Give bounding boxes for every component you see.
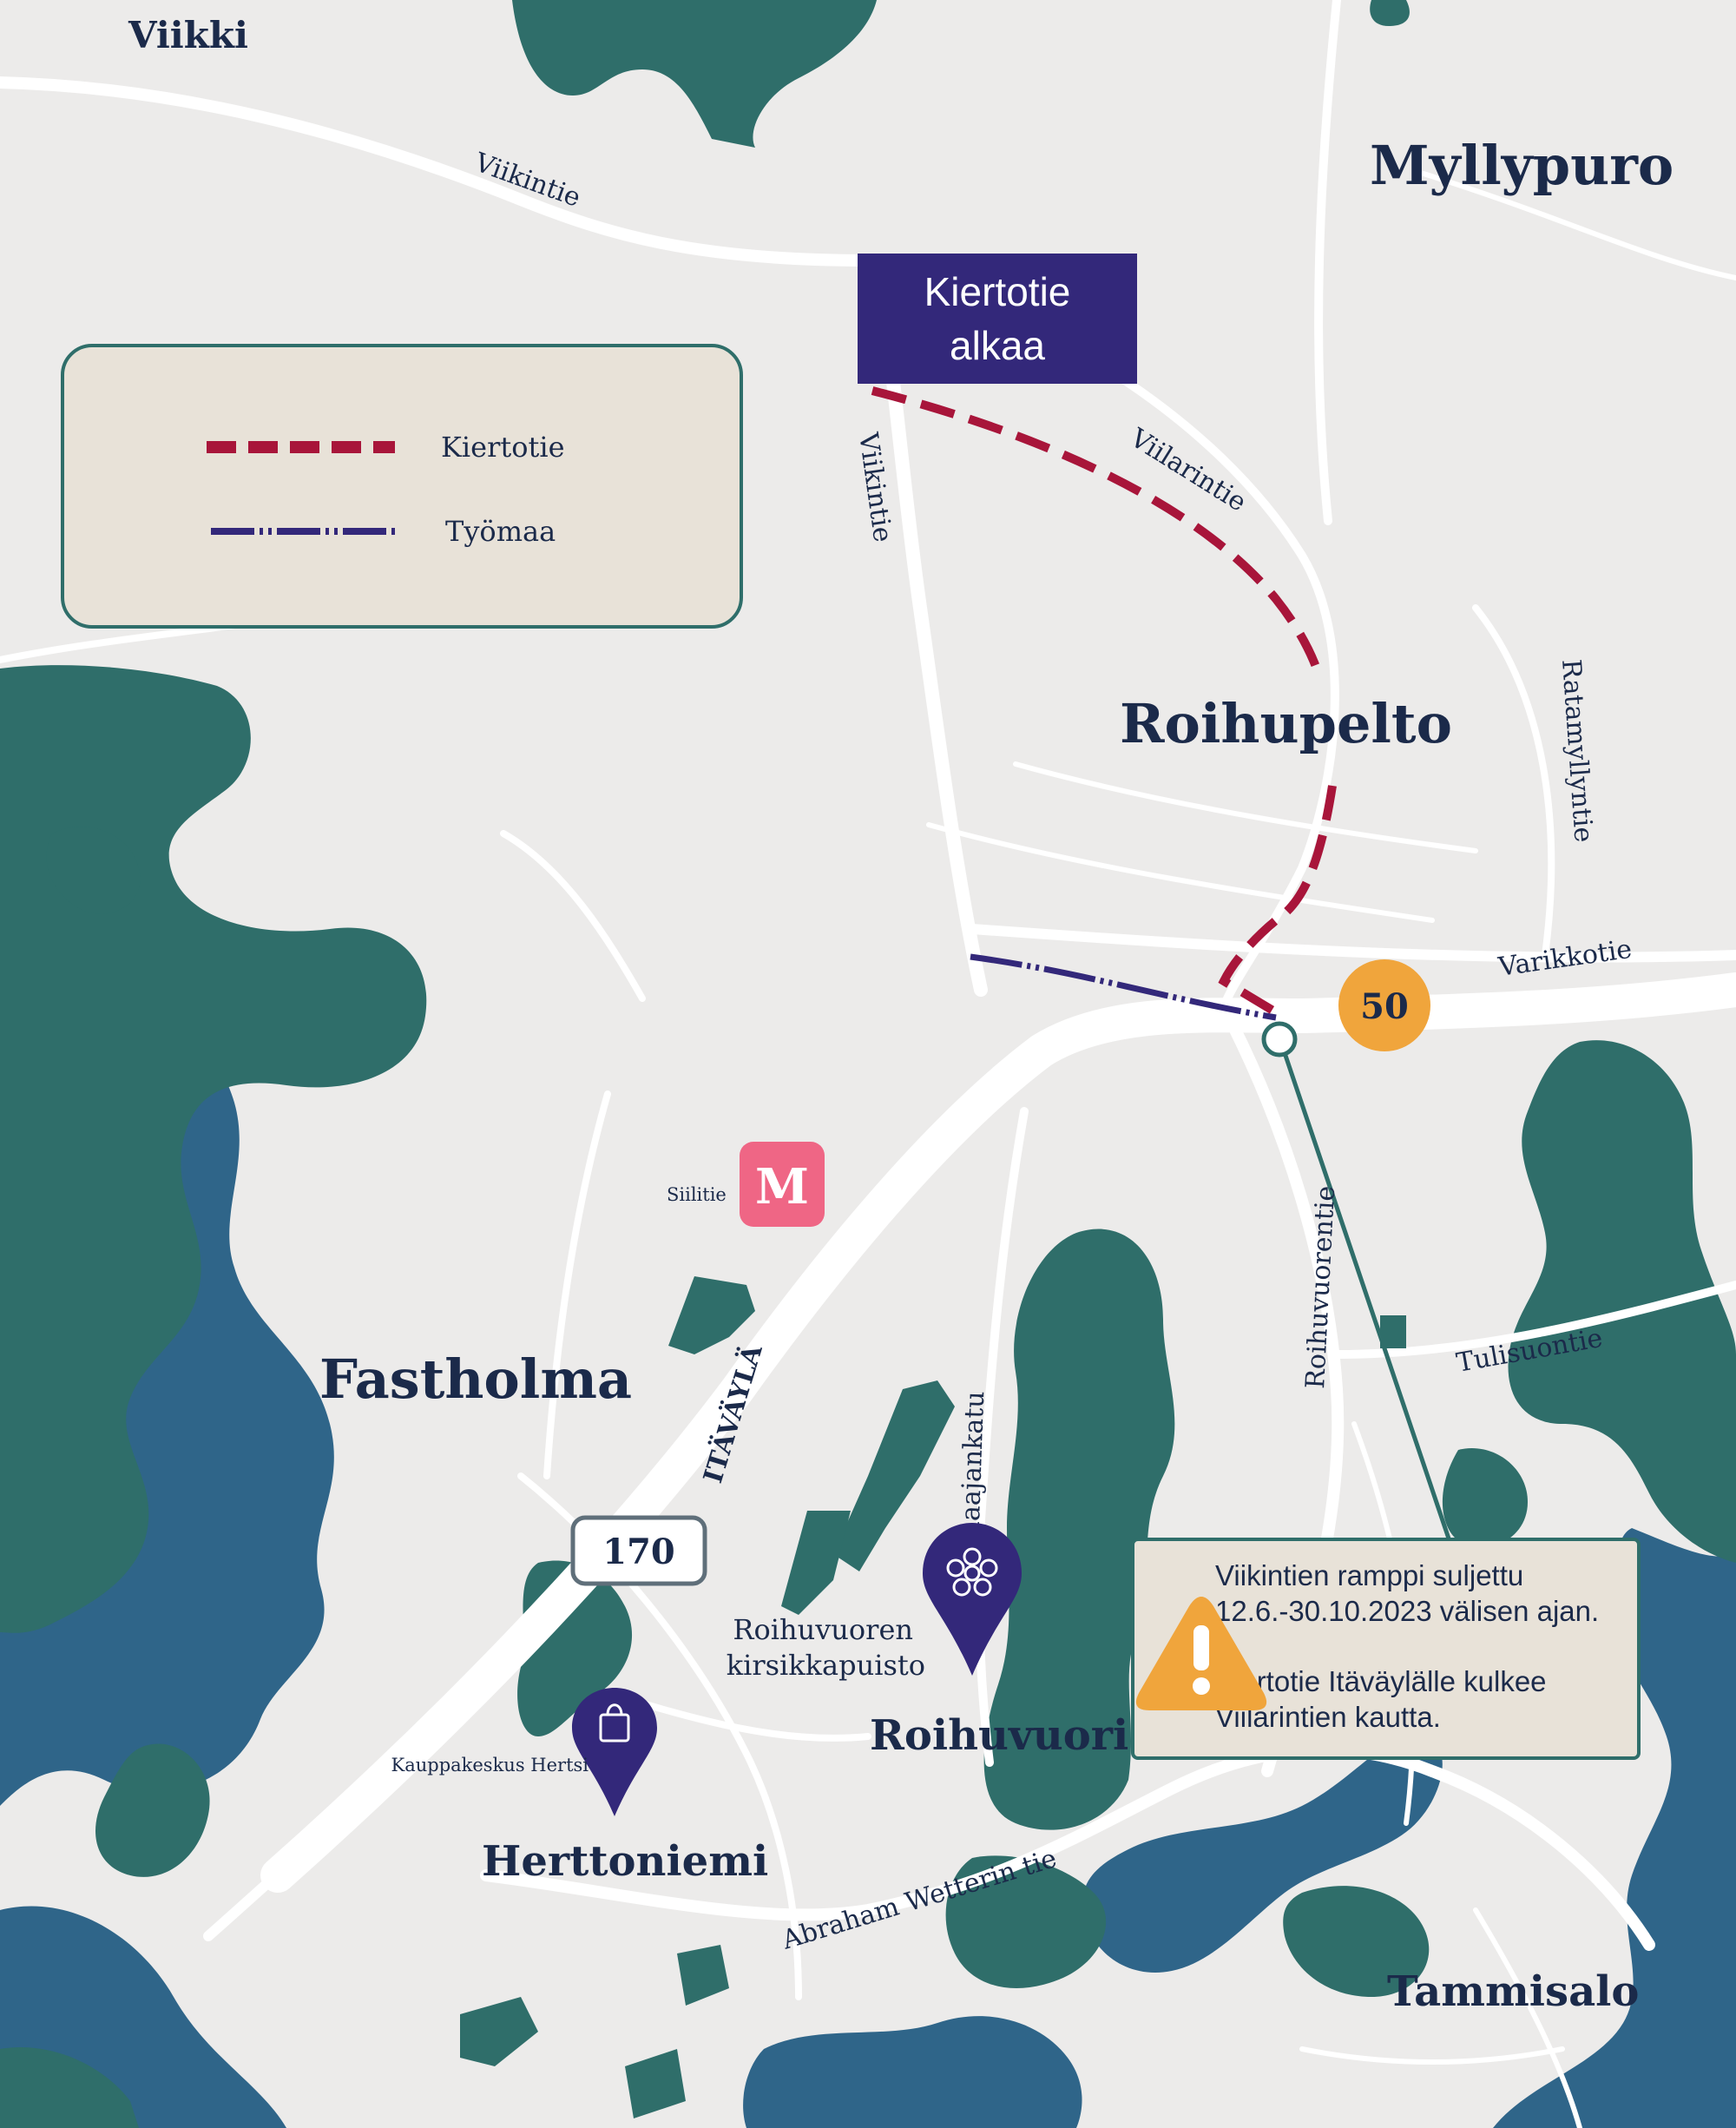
metro-letter: M — [755, 1158, 809, 1216]
detour-line — [871, 386, 1337, 1022]
badge-170-box — [570, 1515, 707, 1586]
cherry-blossom-icon — [923, 1523, 1022, 1676]
forest-bottom-left — [0, 2047, 139, 2128]
legend-detour-label: Kiertotie — [441, 431, 565, 464]
detour-start-line2: alkaa — [950, 323, 1045, 368]
forest-roihuvuori-main — [983, 1229, 1175, 1830]
forest-itavayla-patch — [668, 1276, 755, 1354]
forest-center-strip — [833, 1380, 955, 1571]
worksite-line — [970, 953, 1277, 1021]
road-tammisalo-1 — [1473, 1907, 1582, 2128]
place-viikki: Viikki — [128, 14, 248, 56]
road-fastholma-2 — [500, 830, 646, 1002]
warning-exclamation-bar — [1194, 1625, 1209, 1670]
place-tammisalo: Tammisalo — [1387, 1967, 1639, 2016]
forest-viikki-north — [512, 0, 877, 148]
badge-50-circle — [1338, 959, 1430, 1051]
flag-icon — [1380, 1315, 1406, 1348]
poi-kauppakeskus[interactable]: Kauppakeskus Hertsi — [391, 1688, 657, 1816]
place-herttoniemi: Herttoniemi — [482, 1837, 768, 1886]
badge-route-170: 170 — [570, 1515, 707, 1586]
road-viikintie-north — [0, 76, 874, 267]
forest-tammisalo-west — [1283, 1886, 1430, 1997]
place-roihupelto: Roihupelto — [1120, 692, 1452, 755]
legend-background — [61, 344, 743, 629]
place-fastholma: Fastholma — [319, 1347, 632, 1411]
forest-fastholma-inner — [46, 827, 141, 914]
water-southeast-bay — [1493, 1528, 1736, 2128]
forest-sahaajankatu — [781, 1511, 851, 1615]
bag-handle — [606, 1703, 623, 1716]
bag-shape — [599, 1713, 630, 1743]
badge-route-50: 50 — [1338, 959, 1430, 1051]
forest-east-top — [1508, 1040, 1736, 1563]
water-south-bottom — [743, 2016, 1082, 2128]
forest-tulisuo — [1442, 1448, 1528, 1548]
flower-petals — [946, 1547, 998, 1597]
warning-exclamation-dot — [1193, 1677, 1210, 1695]
callout-leader-line — [1278, 1039, 1452, 1542]
ramp-marker-icon — [1261, 1021, 1298, 1057]
road-sahaajankatu — [975, 1107, 1029, 1767]
forest-roihuvuori-south — [945, 1855, 1107, 1988]
metro-icon — [740, 1142, 825, 1227]
road-myllypuro-1 — [1314, 0, 1341, 525]
notice-line3: Kiertotie Itäväylälle kulkee — [1215, 1665, 1547, 1697]
legend: Kiertotie Työmaa — [61, 344, 743, 629]
forest-bottom-center — [460, 1945, 729, 2118]
poi-kirsikkapuisto-line1: Roihuvuoren — [733, 1613, 913, 1646]
road-roihupelto-2 — [926, 822, 1435, 923]
road-tammisalo-2 — [1299, 2046, 1565, 2065]
road-itavayla-service — [203, 1071, 1012, 1941]
poi-kirsikkapuisto[interactable]: Roihuvuoren kirsikkapuisto — [727, 1523, 1022, 1682]
forest-northeast-top — [1370, 0, 1410, 26]
closed-ramp-marker[interactable] — [1261, 1021, 1452, 1542]
poi-siilitie-label: Siilitie — [667, 1184, 727, 1205]
shopping-bag-icon — [572, 1688, 657, 1816]
road-fastholma-1 — [543, 1090, 611, 1479]
detour-start-background — [858, 254, 1137, 384]
road-myllypuro-2 — [1421, 171, 1736, 280]
notice-line1: Viikintien ramppi suljettu — [1215, 1559, 1523, 1591]
badge-50-text: 50 — [1360, 986, 1409, 1027]
detour-start-box[interactable]: Kiertotie alkaa — [858, 254, 1137, 384]
road-abraham-wetterin-tie — [480, 1743, 1655, 1951]
road-varikkotie — [967, 924, 1736, 963]
poi-kirsikkapuisto-line2: kirsikkapuisto — [727, 1649, 925, 1682]
notice-callout: Viikintien ramppi suljettu 12.6.-30.10.2… — [1131, 1538, 1641, 1760]
road-tulisuontie — [1332, 1281, 1736, 1359]
place-roihuvuori: Roihuvuori — [870, 1711, 1128, 1760]
legend-worksite-label: Työmaa — [445, 515, 556, 548]
water-tammisalo-channel — [1082, 1735, 1443, 1973]
detour-start-line1: Kiertotie — [924, 269, 1071, 314]
place-labels: Viikki Myllypuro Roihupelto Fastholma Ro… — [128, 14, 1674, 2016]
place-myllypuro: Myllypuro — [1370, 134, 1674, 197]
badge-170-text: 170 — [602, 1532, 675, 1572]
road-roihupelto-1 — [1013, 761, 1478, 853]
poi-metro[interactable]: M Siilitie — [667, 1142, 825, 1227]
forest-southwest-coast — [95, 1743, 210, 1877]
road-ratamyllyntie — [1472, 604, 1555, 959]
notice-line2: 12.6.-30.10.2023 välisen ajan. — [1215, 1595, 1599, 1627]
poi-kauppakeskus-label: Kauppakeskus Hertsi — [391, 1755, 589, 1776]
